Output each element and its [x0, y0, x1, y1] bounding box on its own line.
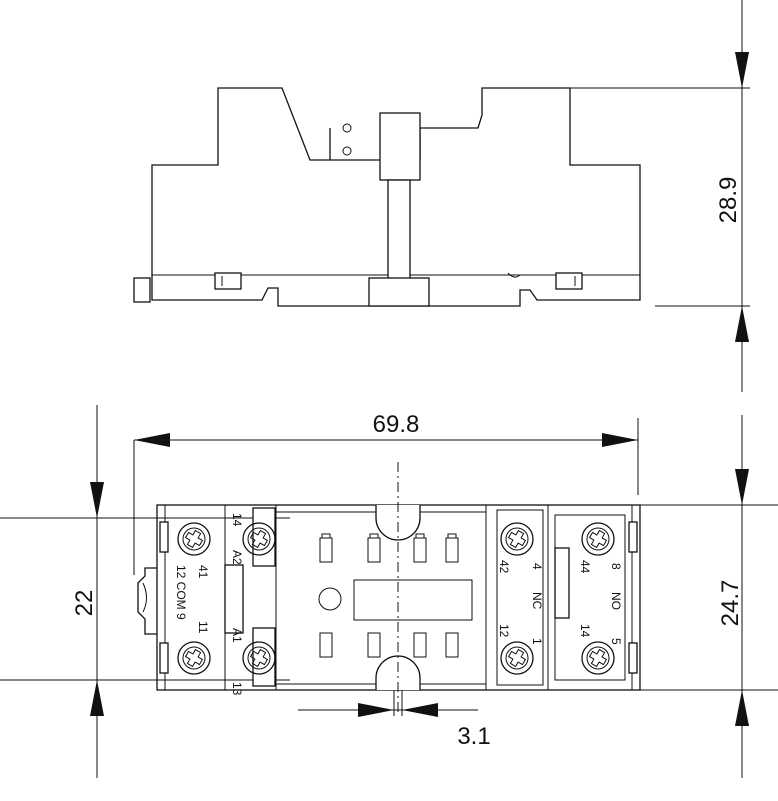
terminal-label: 13	[230, 682, 244, 696]
terminal-label: A1	[230, 628, 244, 643]
side-shaft	[387, 179, 411, 281]
dim-width-right-label: 24.7	[717, 580, 744, 627]
terminal-label: 8	[609, 563, 623, 570]
side-actuator	[379, 112, 421, 181]
pin-slots	[319, 533, 459, 658]
terminal-label: 44	[578, 560, 592, 574]
clip-left-bottom	[159, 642, 169, 674]
side-hole-bottom	[342, 146, 352, 156]
dim-pitch-label: 3.1	[457, 723, 490, 750]
terminal-labels: 14 A2 41 12 COM 9 11 A1 13 42 4 NC 12 1 …	[174, 513, 623, 696]
side-left-latch	[133, 277, 151, 303]
screw-icon	[500, 522, 534, 556]
screw-icon	[177, 641, 211, 675]
center-window	[353, 579, 473, 621]
screw-icon	[177, 522, 211, 556]
screw-icon	[242, 522, 276, 556]
terminal-label: 14	[578, 624, 592, 638]
terminal-label: 5	[609, 638, 623, 645]
screw-icon	[242, 641, 276, 675]
side-window-left	[214, 272, 242, 290]
dim-width-left-label: 22	[71, 590, 98, 617]
screw-icon	[581, 522, 615, 556]
terminal-label: 42	[497, 560, 511, 574]
screw-icon	[581, 641, 615, 675]
clip-right-bottom	[628, 642, 638, 674]
side-foot	[368, 277, 430, 307]
top-view: 69.8 22 24.7	[0, 405, 778, 778]
center-hole	[318, 587, 342, 611]
screw-icon	[500, 641, 534, 675]
terminal-label: 41	[196, 565, 210, 579]
side-view: 28.9	[133, 0, 750, 392]
terminal-label: 11	[196, 621, 210, 634]
terminal-label: 12	[497, 624, 511, 638]
clip-left-top	[159, 521, 169, 553]
screw-terminals	[177, 522, 615, 675]
side-hole-top	[342, 123, 352, 133]
terminal-label: NO	[609, 592, 623, 610]
dim-length-label: 69.8	[373, 411, 420, 438]
side-window-right	[555, 272, 583, 290]
terminal-label: NC	[530, 592, 544, 610]
link-bar-left	[224, 564, 244, 634]
terminal-label: A2	[230, 550, 244, 565]
dim-height-label: 28.9	[715, 177, 742, 224]
terminal-label: 1	[530, 638, 544, 645]
terminal-label: 4	[530, 563, 544, 570]
terminal-label: 12 COM 9	[174, 565, 188, 620]
terminal-label: 14	[230, 513, 244, 527]
clip-right-top	[628, 521, 638, 553]
link-bar-right	[554, 547, 570, 619]
